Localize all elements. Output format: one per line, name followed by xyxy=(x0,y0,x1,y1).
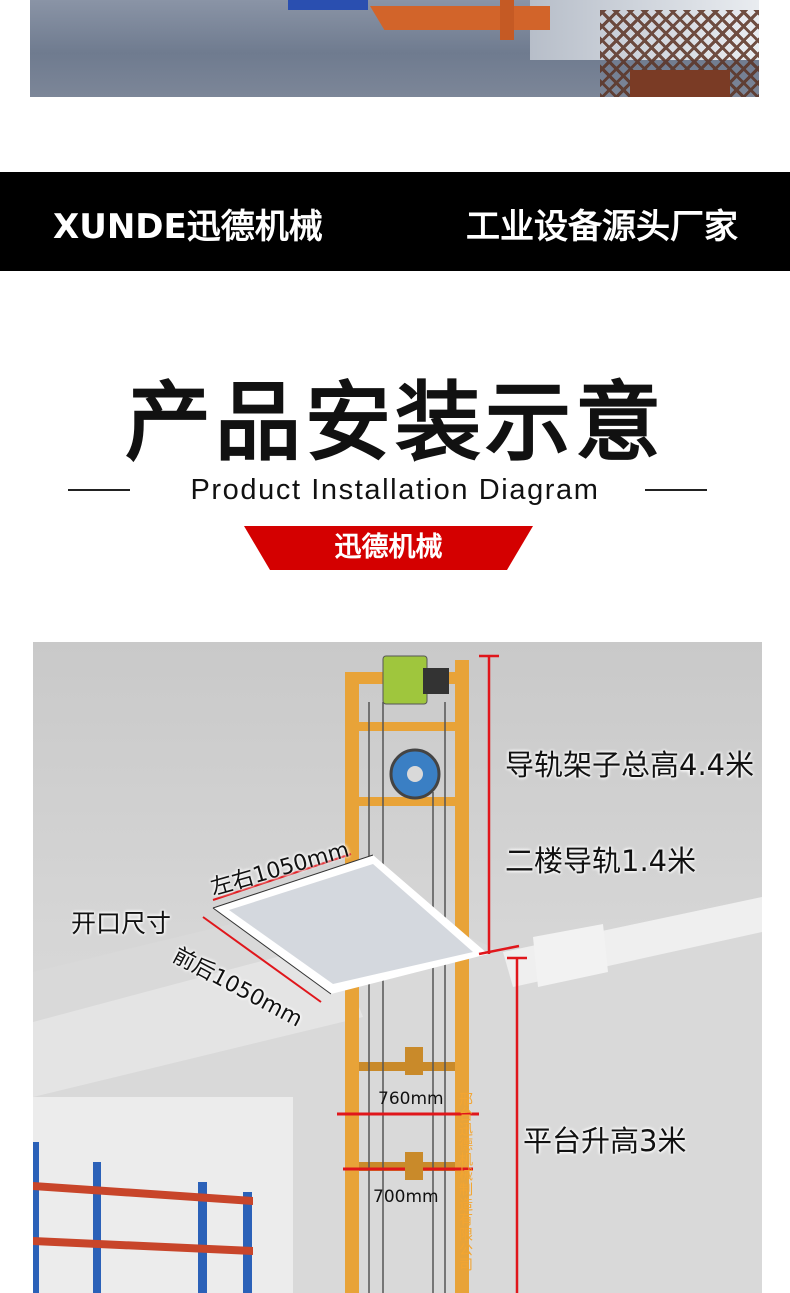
rail-crossbar-1 xyxy=(345,722,469,731)
bracket-2 xyxy=(405,1152,423,1180)
opening-edge-top xyxy=(212,854,374,909)
diagram-illustration xyxy=(33,654,762,1293)
rail-right xyxy=(455,660,469,1293)
photo-orange-beam xyxy=(370,6,550,30)
marker-total-bottom xyxy=(478,944,520,956)
installation-diagram: 导轨架子总高4.4米 二楼导轨1.4米 开口尺寸 左右1050mm 前后1050… xyxy=(33,642,762,1293)
hoist-hub xyxy=(407,766,423,782)
section-subtitle-row: Product Installation Diagram xyxy=(0,470,790,510)
label-700mm: 700mm xyxy=(373,1187,439,1207)
banner-brand: XUNDE迅德机械 xyxy=(53,207,323,247)
rack-post-3 xyxy=(198,1182,207,1293)
label-760mm: 760mm xyxy=(378,1089,444,1109)
ceiling-beam xyxy=(533,924,608,987)
brand-ribbon xyxy=(244,526,533,570)
subtitle-rule-left xyxy=(68,489,130,491)
marker-front-back xyxy=(202,916,322,1003)
control-box xyxy=(382,655,428,705)
rack-post-4 xyxy=(243,1192,252,1293)
section-title: 产品安装示意 xyxy=(125,373,665,473)
rack-beam-2 xyxy=(33,1237,253,1255)
label-platform-lift: 平台升高3米 xyxy=(523,1124,687,1158)
brand-ribbon-label: 迅德机械 xyxy=(334,532,443,563)
photo-blue-block xyxy=(288,0,368,10)
subtitle-rule-right xyxy=(645,489,707,491)
rack-post-1 xyxy=(33,1142,39,1293)
opening-hole xyxy=(229,864,473,984)
photo-crate xyxy=(630,70,730,97)
section-subtitle: Product Installation Diagram xyxy=(190,474,600,506)
banner-slogan: 工业设备源头厂家 xyxy=(466,207,738,247)
label-second-floor-rail: 二楼导轨1.4米 xyxy=(505,844,697,878)
brand-banner xyxy=(0,172,790,271)
bracket-1 xyxy=(405,1047,423,1075)
ceiling-underside xyxy=(33,942,363,1097)
label-rail-total-height: 导轨架子总高4.4米 xyxy=(505,748,755,782)
rail-crossbar-2 xyxy=(345,797,469,806)
company-watermark: 邢台迅德机械制造有限公司 xyxy=(457,1092,473,1272)
rack-post-2 xyxy=(93,1162,101,1293)
marker-left-right xyxy=(212,853,352,901)
opening-edge-left xyxy=(212,907,332,995)
label-opening-size: 开口尺寸 xyxy=(71,909,172,938)
top-photo xyxy=(30,0,759,97)
photo-orange-post xyxy=(500,0,514,40)
motor-block xyxy=(423,668,449,694)
rack-beam-1 xyxy=(33,1182,253,1205)
